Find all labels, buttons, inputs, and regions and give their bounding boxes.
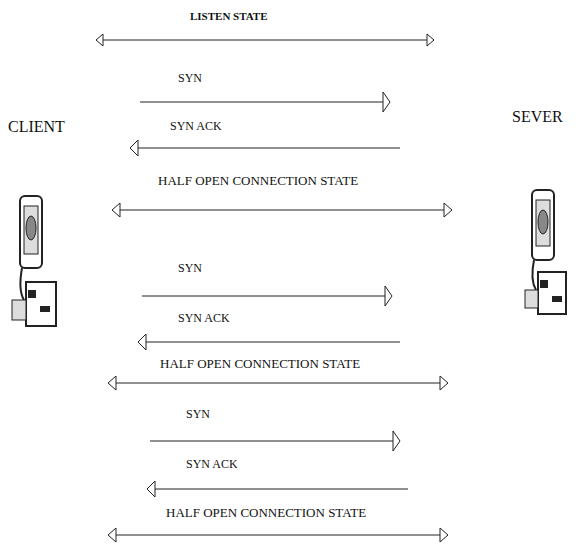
message-label: SYN [178,262,202,275]
message-label: SYN [178,72,202,85]
state-label: LISTEN STATE [190,10,268,22]
message-label: SYN [186,408,210,421]
endpoint-label: SEVER [512,108,563,126]
state-label: HALF OPEN CONNECTION STATE [158,174,358,188]
client-device [12,196,56,326]
state-label: HALF OPEN CONNECTION STATE [166,506,366,520]
state-label: HALF OPEN CONNECTION STATE [160,357,360,371]
message-label: SYN ACK [186,458,238,471]
endpoint-label: CLIENT [8,118,65,136]
message-label: SYN ACK [178,312,230,325]
state-arrows [96,34,452,542]
server-device [525,190,566,314]
syn-arrows [130,92,408,497]
message-label: SYN ACK [170,120,222,133]
